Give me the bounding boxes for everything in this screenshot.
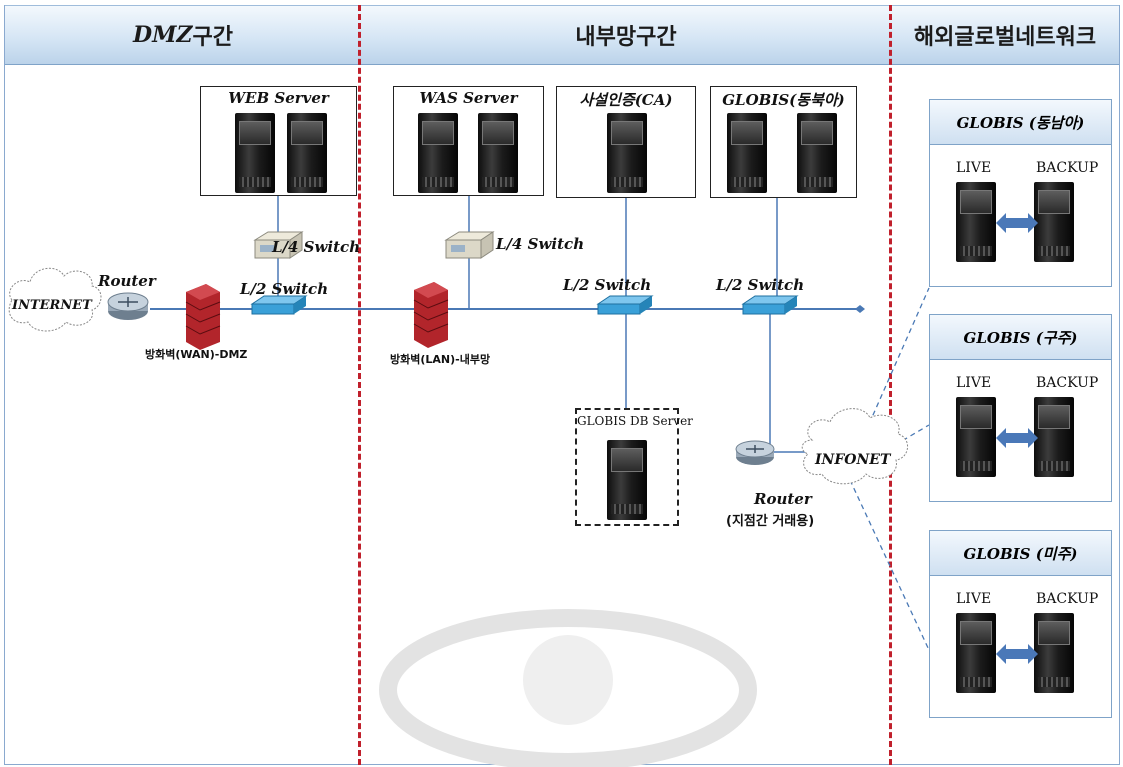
backbone-end-marker (855, 305, 865, 313)
globis-sea-title: GLOBIS (동남아) (930, 100, 1111, 145)
server-icon (727, 113, 767, 193)
server-icon (1034, 613, 1074, 693)
l4-switch-dmz-label: L/4 Switch (272, 238, 361, 256)
double-arrow-icon (996, 428, 1038, 448)
router-icon (107, 292, 149, 320)
firewall-wan-label: 방화벽(WAN)-DMZ (145, 348, 248, 361)
server-icon (418, 113, 458, 193)
server-icon (235, 113, 275, 193)
internet-label: INTERNET (12, 298, 92, 313)
live-label: LIVE (956, 160, 992, 176)
infonet-label: INFONET (815, 452, 891, 468)
web-server-box[interactable]: WEB Server (200, 86, 357, 196)
globis-ne-box[interactable]: GLOBIS(동북아) (710, 86, 857, 198)
switch-icon (596, 295, 654, 315)
zone-header-global: 해외글로벌네트워크 (891, 5, 1119, 65)
firewall-lan-label: 방화벽(LAN)-내부망 (390, 353, 491, 366)
server-icon (1034, 397, 1074, 477)
router-icon (735, 440, 775, 465)
switch-icon (250, 295, 308, 315)
wan-link-sea (861, 287, 930, 441)
zone-header-internal: 내부망구간 (361, 5, 891, 65)
zone-internal-title: 내부망구간 (575, 25, 677, 50)
globis-eu-title: GLOBIS (구주) (930, 315, 1111, 360)
zone-global-title: 해외글로벌네트워크 (913, 25, 1097, 50)
double-arrow-icon (996, 644, 1038, 664)
ca-server-title: 사설인증(CA) (579, 91, 673, 109)
server-icon (956, 182, 996, 262)
l4-switch-icon (444, 231, 495, 259)
router-branch-note: (지점간 거래용) (726, 514, 815, 529)
l4-switch-icon (253, 231, 304, 259)
ca-server-box[interactable]: 사설인증(CA) (556, 86, 696, 198)
router-internet-label: Router (98, 272, 156, 290)
firewall-icon (413, 282, 449, 348)
switch-icon (741, 295, 799, 315)
globis-sea-box[interactable]: GLOBIS (동남아) LIVE BACKUP (929, 99, 1112, 287)
cloud-icon (8, 267, 102, 332)
server-icon (607, 113, 647, 193)
server-icon (478, 113, 518, 193)
cloud-icon (801, 408, 908, 485)
watermark-shape (379, 609, 757, 767)
wan-link-us (849, 479, 930, 651)
zone-dmz-suffix: 구간 (192, 25, 233, 50)
was-server-box[interactable]: WAS Server (393, 86, 544, 196)
l2-switch-dmz-label: L/2 Switch (240, 280, 329, 298)
globis-us-box[interactable]: GLOBIS (미주) LIVE BACKUP (929, 530, 1112, 718)
server-icon (1034, 182, 1074, 262)
globis-eu-box[interactable]: GLOBIS (구주) LIVE BACKUP (929, 314, 1112, 502)
backup-label: BACKUP (1036, 591, 1099, 607)
server-icon (607, 440, 647, 520)
zone-divider-dmz (358, 5, 361, 765)
l4-switch-int-label: L/4 Switch (496, 235, 585, 253)
globis-db-title: GLOBIS DB Server (577, 414, 693, 428)
globis-ne-title: GLOBIS(동북아) (722, 91, 845, 109)
watermark-shape (523, 635, 613, 725)
globis-us-title: GLOBIS (미주) (930, 531, 1111, 576)
double-arrow-icon (996, 213, 1038, 233)
l2-switch-int1-label: L/2 Switch (563, 276, 652, 294)
zone-divider-global (889, 5, 892, 765)
backup-label: BACKUP (1036, 375, 1099, 391)
live-label: LIVE (956, 591, 992, 607)
zone-dmz-highlight: DMZ (133, 22, 193, 48)
wan-link-eu (894, 424, 930, 446)
server-icon (287, 113, 327, 193)
was-server-title: WAS Server (419, 89, 518, 107)
backup-label: BACKUP (1036, 160, 1099, 176)
globis-db-box[interactable]: GLOBIS DB Server (575, 408, 693, 526)
server-icon (956, 397, 996, 477)
router-branch-label: Router (754, 490, 812, 508)
l2-switch-int2-label: L/2 Switch (716, 276, 805, 294)
live-label: LIVE (956, 375, 992, 391)
server-icon (956, 613, 996, 693)
server-icon (797, 113, 837, 193)
firewall-icon (185, 284, 221, 350)
web-server-title: WEB Server (228, 89, 329, 107)
